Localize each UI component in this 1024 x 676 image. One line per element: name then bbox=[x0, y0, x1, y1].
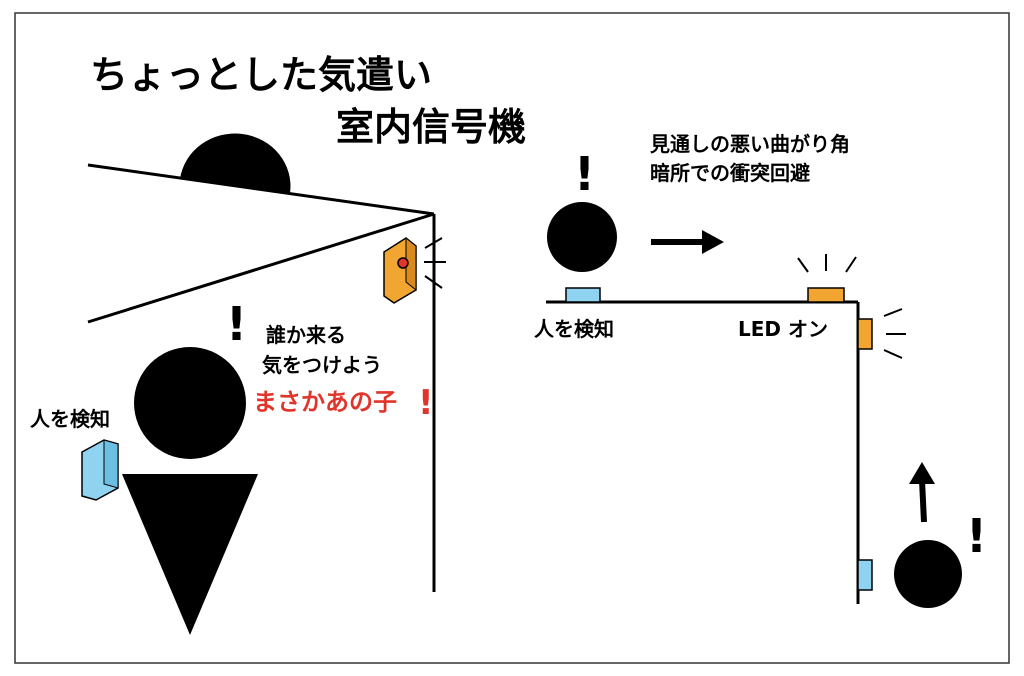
arrow-right-icon bbox=[651, 230, 724, 254]
arrow-up-icon bbox=[909, 462, 935, 523]
signal-light-device bbox=[383, 236, 446, 304]
left-sensor-label: 人を検知 bbox=[30, 407, 110, 431]
right-person-bottom bbox=[894, 540, 962, 608]
signal-led-red bbox=[397, 257, 409, 269]
left-person-head bbox=[134, 347, 246, 459]
led-on-label: LED オン bbox=[738, 317, 828, 341]
speech-line2: 気をつけよう bbox=[262, 353, 382, 377]
title-line2: 室内信号機 bbox=[336, 105, 526, 149]
right-desc-line1: 見通しの悪い曲がり角 bbox=[650, 132, 850, 156]
title-line1: ちょっとした気遣い bbox=[90, 53, 432, 97]
peeking-head bbox=[180, 133, 291, 193]
left-person-body bbox=[122, 474, 258, 635]
left-exclaim: ! bbox=[226, 297, 247, 351]
top-led bbox=[807, 287, 845, 303]
right-exclaim-bottom: ! bbox=[966, 509, 987, 563]
right-person-top bbox=[547, 202, 617, 272]
speech-line1: 誰か来る bbox=[266, 323, 346, 347]
side-motion-sensor bbox=[857, 559, 873, 591]
right-exclaim-top: ! bbox=[574, 147, 595, 201]
left-room bbox=[87, 133, 436, 592]
top-led-rays bbox=[797, 254, 857, 273]
side-led bbox=[857, 318, 873, 350]
surprise-text: まさかあの子 bbox=[253, 388, 397, 416]
ceiling-line-lower bbox=[87, 212, 435, 324]
ceiling-line-upper bbox=[87, 163, 435, 216]
side-led-rays bbox=[883, 308, 906, 359]
right-sensor-label: 人を検知 bbox=[534, 317, 614, 341]
right-desc-line2: 暗所での衝突回避 bbox=[650, 161, 810, 185]
left-motion-sensor bbox=[81, 439, 119, 501]
top-motion-sensor bbox=[565, 287, 601, 303]
surprise-mark: ! bbox=[418, 383, 434, 423]
